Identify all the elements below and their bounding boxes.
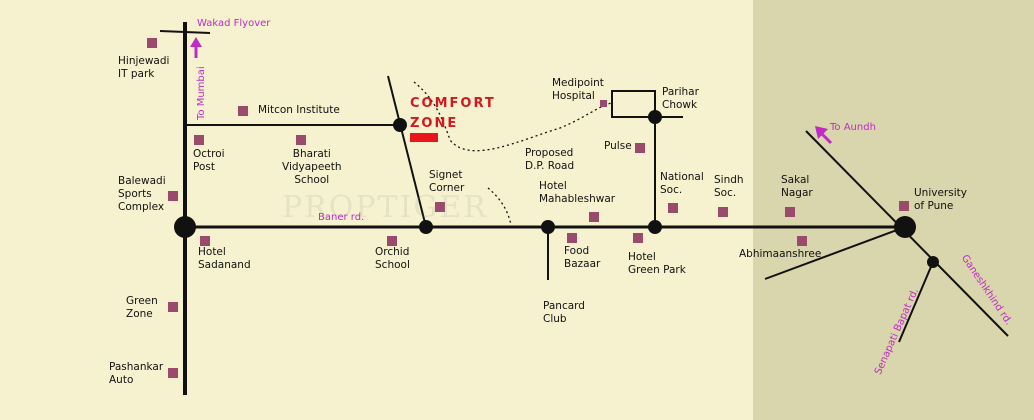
hotel-green-park-label: Hotel Green Park bbox=[628, 251, 686, 276]
national-soc-junction bbox=[648, 220, 662, 234]
wakad-flyover-label: Wakad Flyover bbox=[197, 18, 271, 29]
university-label: University of Pune bbox=[914, 187, 967, 212]
orchid-label: Orchid School bbox=[375, 246, 410, 271]
medipoint-label: Medipoint Hospital bbox=[552, 77, 604, 102]
to-aundh-arrowhead bbox=[815, 126, 828, 139]
signet-marker bbox=[435, 202, 445, 212]
proposed-dp-road-right bbox=[487, 187, 512, 226]
sakal-nagar-label: Sakal Nagar bbox=[781, 174, 813, 199]
food-bazaar-label: Food Bazaar bbox=[564, 245, 601, 270]
hinjewadi-marker bbox=[147, 38, 157, 48]
hotel-sadanand-label: Hotel Sadanand bbox=[198, 246, 251, 271]
bharati-marker bbox=[296, 135, 306, 145]
watermark: PROPTIGER bbox=[282, 190, 488, 225]
baner-road-label: Baner rd. bbox=[318, 212, 365, 223]
senapati-junction bbox=[927, 256, 939, 268]
sakal-nagar-road bbox=[764, 226, 906, 280]
national-soc-marker bbox=[668, 203, 678, 213]
sakal-nagar-marker bbox=[785, 207, 795, 217]
green-zone-label: Green Zone bbox=[126, 295, 158, 320]
to-mumbai-arrowhead bbox=[190, 37, 202, 47]
orchid-marker bbox=[387, 236, 397, 246]
university-marker bbox=[899, 201, 909, 211]
mitcon-label: Mitcon Institute bbox=[258, 104, 340, 116]
sindh-soc-marker bbox=[718, 207, 728, 217]
sindh-soc-label: Sindh Soc. bbox=[714, 174, 744, 199]
pulse-label: Pulse bbox=[604, 140, 632, 152]
abhimaanshree-label: Abhimaanshree bbox=[739, 248, 822, 260]
bharati-label: Bharati Vidyapeeth School bbox=[282, 148, 342, 186]
senapati-bapat-road bbox=[898, 261, 934, 343]
hotel-mahableshwar-marker bbox=[589, 212, 599, 222]
university-junction bbox=[894, 216, 916, 238]
right-region bbox=[753, 0, 1034, 420]
hinjewadi-label: Hinjewadi IT park bbox=[118, 55, 170, 80]
pancard-junction bbox=[541, 220, 555, 234]
medipoint-marker bbox=[600, 100, 607, 107]
parihar-junction bbox=[648, 110, 662, 124]
mitcon-junction bbox=[393, 118, 407, 132]
hotel-sadanand-marker bbox=[200, 236, 210, 246]
comfort-zone-road bbox=[387, 75, 427, 228]
project-name-line2: ZONE bbox=[410, 116, 459, 131]
wakad-flyover-road bbox=[159, 30, 211, 34]
pulse-marker bbox=[635, 143, 645, 153]
food-bazaar-marker bbox=[567, 233, 577, 243]
pancard-label: Pancard Club bbox=[543, 300, 585, 325]
signet-label: Signet Corner bbox=[429, 169, 465, 194]
mitcon-marker bbox=[238, 106, 248, 116]
proposed-dp-road-label: Proposed D.P. Road bbox=[525, 147, 575, 172]
national-soc-label: National Soc. bbox=[660, 171, 704, 196]
abhimaanshree-marker bbox=[797, 236, 807, 246]
hotel-green-park-marker bbox=[633, 233, 643, 243]
to-mumbai-label: To Mumbai bbox=[196, 66, 207, 120]
octroi-marker bbox=[194, 135, 204, 145]
hotel-mahableshwar-label: Hotel Mahableshwar bbox=[539, 180, 616, 205]
to-aundh-label: To Aundh bbox=[830, 122, 876, 133]
to-aundh-arrow-shaft bbox=[820, 132, 833, 145]
octroi-label: Octroi Post bbox=[193, 148, 225, 173]
pashankar-marker bbox=[168, 368, 178, 378]
parihar-label: Parihar Chowk bbox=[662, 86, 699, 111]
signet-junction bbox=[419, 220, 433, 234]
green-zone-marker bbox=[168, 302, 178, 312]
parihar-chowk-block bbox=[611, 90, 656, 118]
pashankar-label: Pashankar Auto bbox=[109, 361, 164, 386]
balewadi-junction bbox=[174, 216, 196, 238]
balewadi-marker bbox=[168, 191, 178, 201]
proposed-dp-road-left bbox=[413, 81, 613, 152]
project-name-line1: COMFORT bbox=[410, 96, 496, 111]
balewadi-label: Balewadi Sports Complex bbox=[118, 175, 166, 213]
comfort-zone-marker bbox=[410, 133, 438, 142]
